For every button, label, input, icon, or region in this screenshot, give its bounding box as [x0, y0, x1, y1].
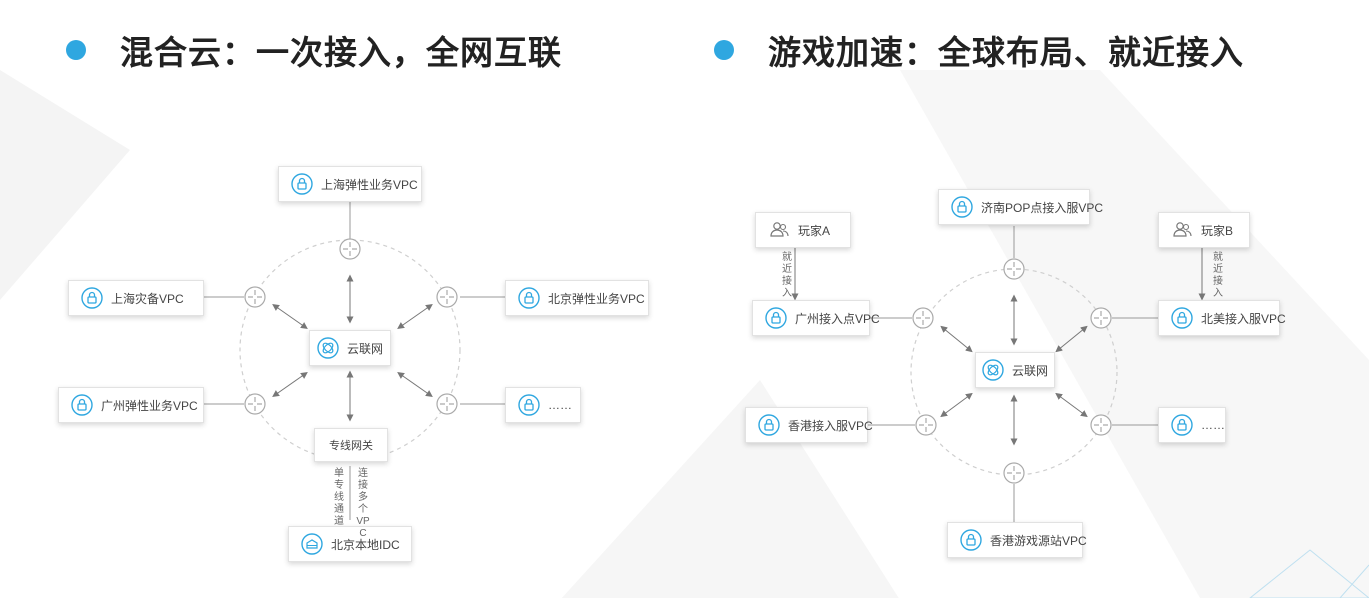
lock-icon: [71, 394, 93, 416]
router-icon: [244, 393, 266, 415]
node-ccn-center[interactable]: 云联网: [975, 352, 1055, 388]
node-label: 北京弹性业务VPC: [548, 291, 645, 306]
router-icon: [1090, 307, 1112, 329]
router-icon: [436, 393, 458, 415]
node-jinan-pop-vpc[interactable]: 济南POP点接入服VPC: [938, 189, 1103, 225]
lock-icon: [518, 287, 540, 309]
node-label: 云联网: [1011, 363, 1048, 378]
right-title: 游戏加速：全球布局、就近接入: [714, 28, 1244, 72]
lock-icon: [960, 529, 982, 551]
node-hongkong-game-origin-vpc[interactable]: 香港游戏源站VPC: [947, 522, 1087, 558]
node-label: 玩家A: [798, 223, 831, 238]
node-guangzhou-access-vpc[interactable]: 广州接入点VPC: [752, 300, 880, 336]
node-label: 上海弹性业务VPC: [321, 177, 418, 192]
node-northamerica-access-vpc[interactable]: 北美接入服VPC: [1158, 300, 1286, 336]
node-beijing-idc[interactable]: 北京本地IDC: [288, 526, 412, 562]
node-label: ……: [1201, 418, 1225, 432]
node-label: 广州弹性业务VPC: [101, 398, 198, 413]
router-icon: [436, 286, 458, 308]
lock-icon: [1171, 414, 1193, 436]
lock-icon: [1171, 307, 1193, 329]
label-near-access-a: 就近接入: [782, 252, 792, 299]
router-icon: [915, 414, 937, 436]
router-icon: [1003, 258, 1025, 280]
node-label: 玩家B: [1201, 223, 1234, 238]
node-label: 香港游戏源站VPC: [990, 533, 1087, 548]
node-label: 专线网关: [329, 440, 373, 452]
node-more-vpc[interactable]: ……: [505, 387, 581, 423]
lock-icon: [518, 394, 540, 416]
lock-icon: [81, 287, 103, 309]
cloud-connect-icon: [317, 337, 339, 359]
node-more-vpc[interactable]: ……: [1158, 407, 1226, 443]
cloud-connect-icon: [982, 359, 1004, 381]
lock-icon: [758, 414, 780, 436]
node-label: 北美接入服VPC: [1201, 311, 1286, 326]
lock-icon: [765, 307, 787, 329]
left-title: 混合云：一次接入，全网互联: [66, 28, 562, 72]
users-icon: [1173, 222, 1192, 237]
node-label: 香港接入服VPC: [788, 418, 873, 433]
router-icon: [1090, 414, 1112, 436]
node-label: 济南POP点接入服VPC: [981, 200, 1104, 215]
node-hongkong-access-vpc[interactable]: 香港接入服VPC: [745, 407, 873, 443]
users-icon: [770, 222, 789, 237]
node-label: 广州接入点VPC: [795, 311, 880, 326]
node-shanghai-backup-vpc[interactable]: 上海灾备VPC: [68, 280, 204, 316]
label-near-access-b: 就近接入: [1213, 252, 1223, 299]
router-icon: [339, 238, 361, 260]
node-ccn-center[interactable]: 云联网: [309, 330, 391, 366]
idc-icon: [301, 533, 323, 555]
node-shanghai-elastic-vpc[interactable]: 上海弹性业务VPC: [278, 166, 422, 202]
router-icon: [1003, 462, 1025, 484]
right-title-text: 游戏加速：全球布局、就近接入: [768, 34, 1244, 71]
node-beijing-elastic-vpc[interactable]: 北京弹性业务VPC: [505, 280, 649, 316]
router-icon: [244, 286, 266, 308]
node-label: 上海灾备VPC: [111, 291, 184, 306]
lock-icon: [951, 196, 973, 218]
label-single-line: 单专线通道: [334, 468, 344, 527]
bullet-dot-icon: [66, 40, 86, 60]
node-player-b[interactable]: 玩家B: [1158, 212, 1250, 248]
node-player-a[interactable]: 玩家A: [755, 212, 851, 248]
left-title-text: 混合云：一次接入，全网互联: [120, 34, 562, 71]
node-guangzhou-elastic-vpc[interactable]: 广州弹性业务VPC: [58, 387, 204, 423]
node-label: 云联网: [346, 341, 383, 356]
node-label: 北京本地IDC: [331, 537, 400, 552]
node-dedicated-gateway[interactable]: 专线网关: [314, 428, 388, 462]
label-multi-vpc: 连接多个VPC: [356, 468, 370, 539]
bullet-dot-icon: [714, 40, 734, 60]
node-label: ……: [548, 398, 572, 412]
router-icon: [912, 307, 934, 329]
lock-icon: [291, 173, 313, 195]
